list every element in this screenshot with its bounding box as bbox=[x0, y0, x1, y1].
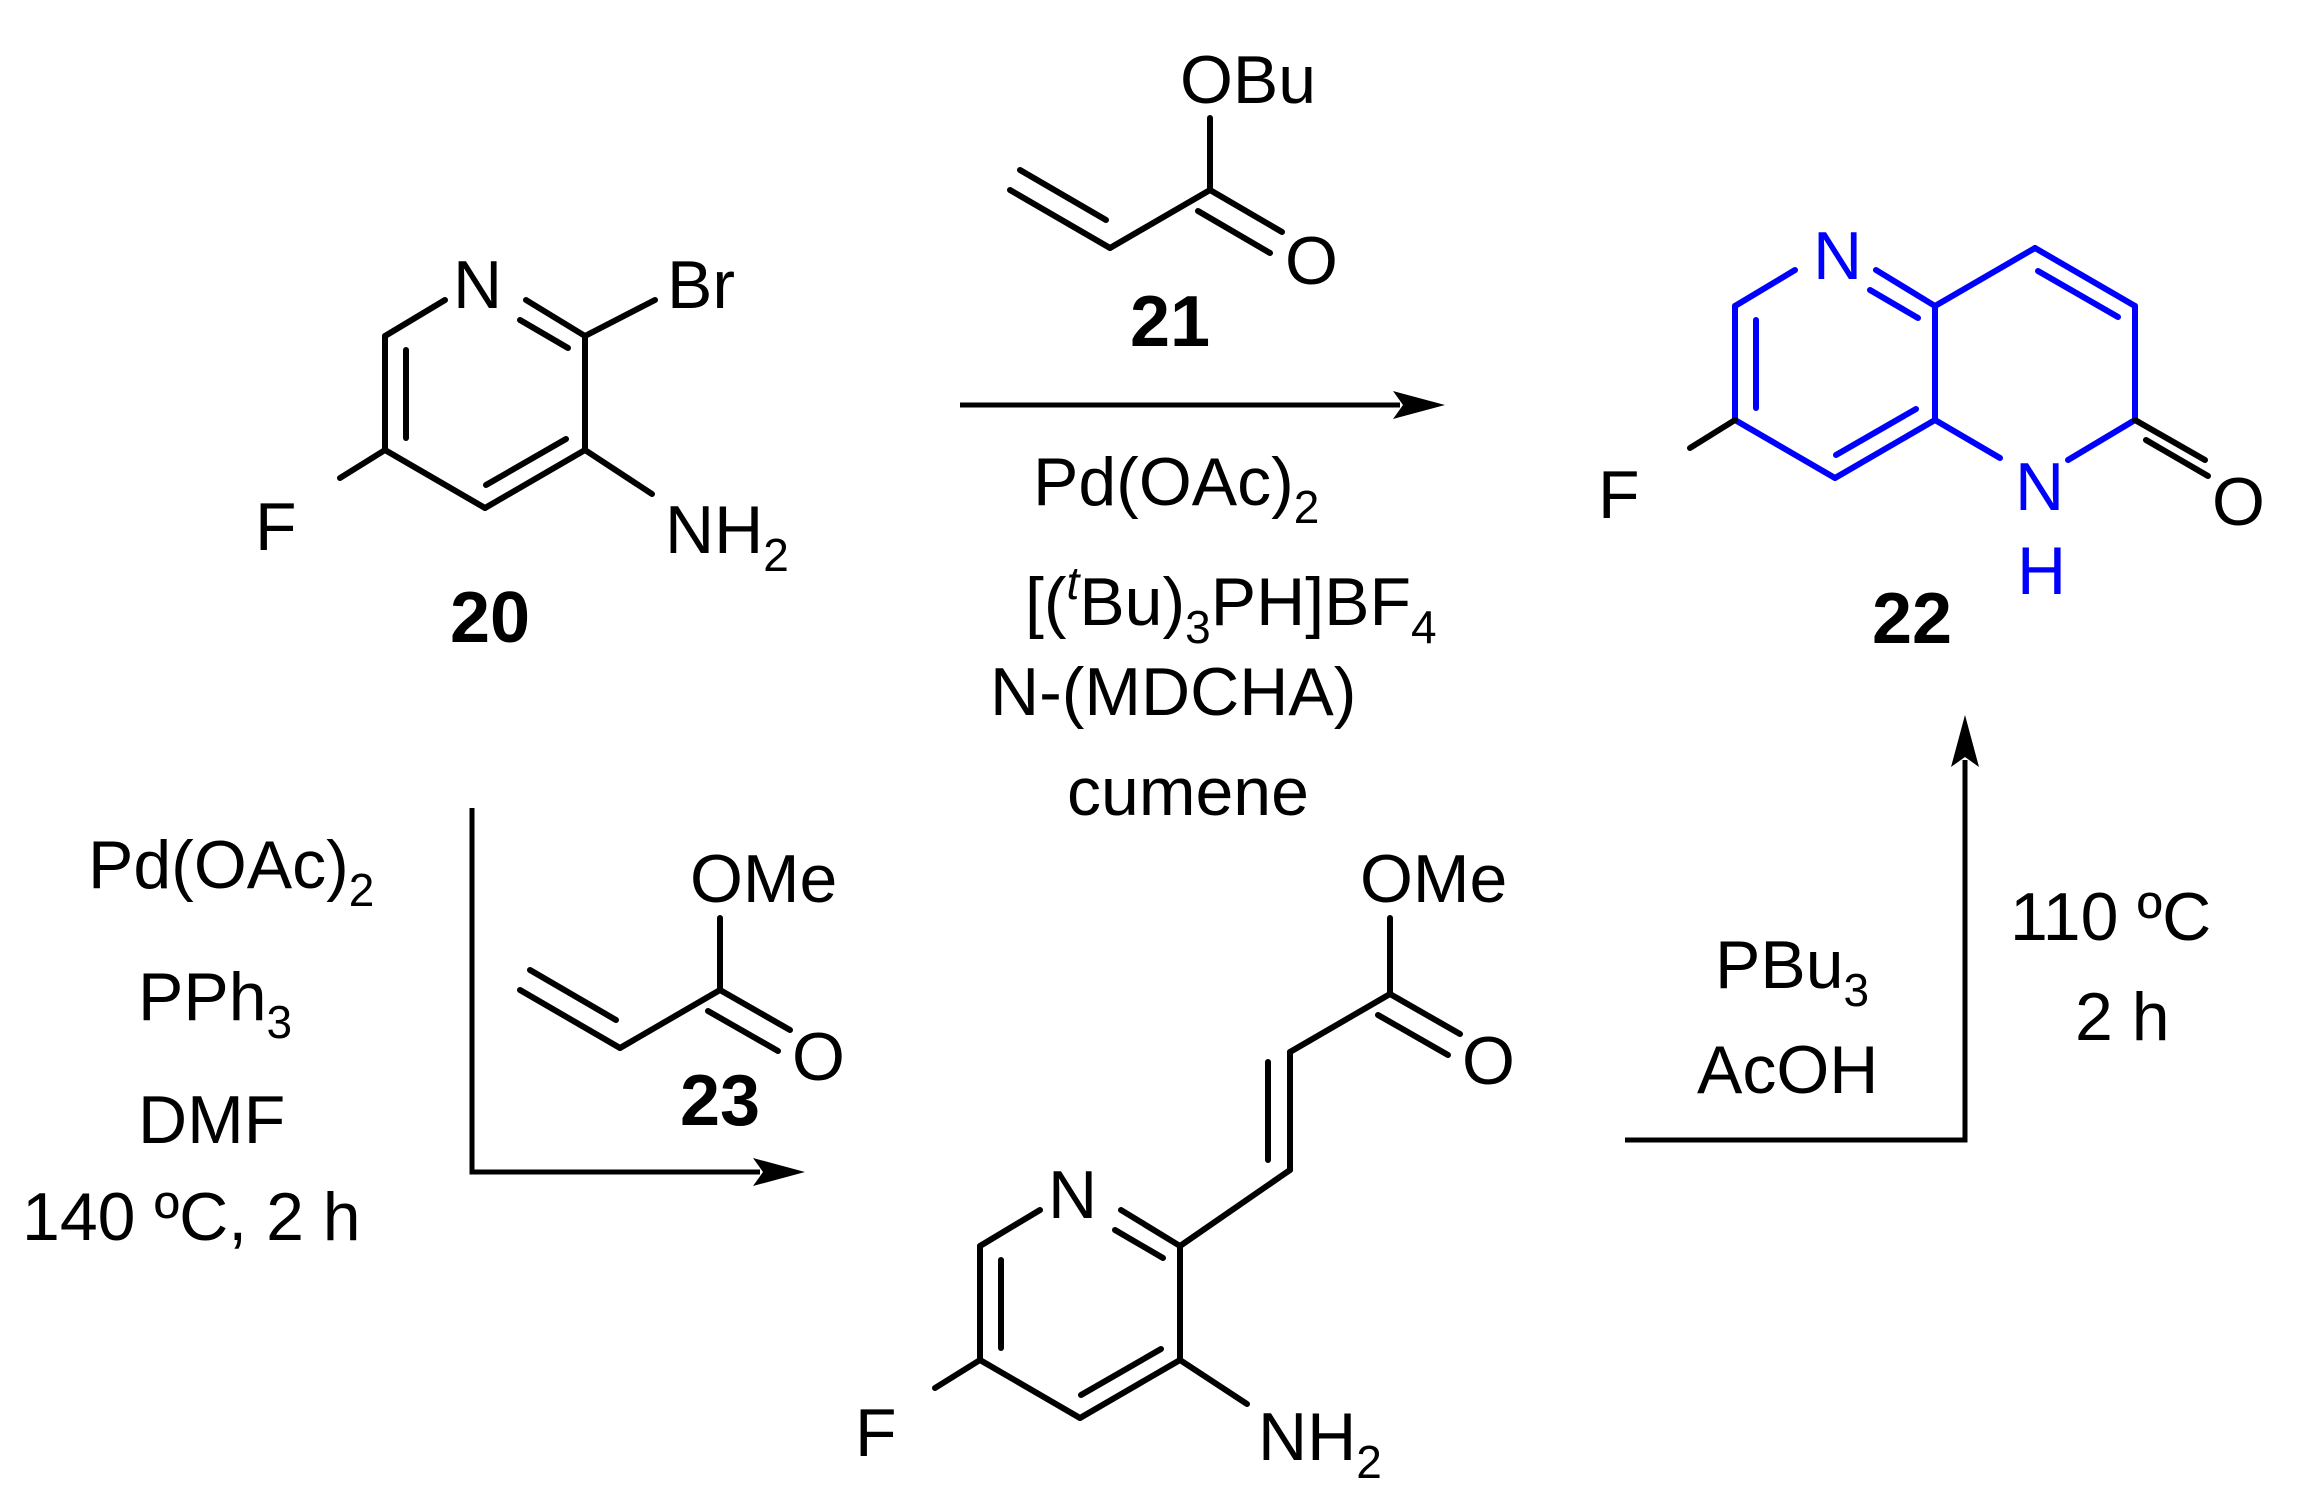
arrow-right bbox=[1625, 715, 1979, 1143]
conditions-left: Pd(OAc)2 PPh3 DMF 140 ºC, 2 h bbox=[22, 827, 374, 1255]
solvent-cumene: cumene bbox=[1067, 754, 1309, 830]
reagent-acoh: AcOH bbox=[1697, 1032, 1878, 1108]
compound-23: OMe O 23 bbox=[517, 841, 845, 1141]
atom-nh-n: N bbox=[2015, 449, 2064, 525]
atom-n: N bbox=[1813, 218, 1862, 294]
conditions-top: Pd(OAc)2 [(tBu)3PH]BF4 N-(MDCHA) cumene bbox=[990, 444, 1437, 830]
atom-f: F bbox=[255, 489, 297, 565]
atom-o: O bbox=[1462, 1023, 1515, 1099]
compound-label-20: 20 bbox=[450, 578, 530, 658]
compound-23-bonds bbox=[517, 915, 793, 1054]
reagent-pd-oac-2-left: Pd(OAc)2 bbox=[88, 827, 374, 916]
atom-n: N bbox=[1048, 1157, 1097, 1233]
intermediate-compound: OMe O N F NH2 bbox=[855, 841, 1515, 1488]
compound-22-bonds bbox=[1687, 245, 2211, 481]
conditions-right-b: 110 ºC 2 h bbox=[2010, 879, 2211, 1055]
compound-20: N Br F NH2 20 bbox=[255, 247, 789, 658]
atom-obu: OBu bbox=[1180, 42, 1316, 118]
atom-o: O bbox=[1285, 223, 1338, 299]
temp-right: 110 ºC bbox=[2010, 879, 2211, 955]
atom-f: F bbox=[1598, 457, 1640, 533]
compound-21-bonds bbox=[1007, 115, 1285, 256]
reagent-pd-oac-2-top: Pd(OAc)2 bbox=[1033, 444, 1319, 533]
atom-nh-h: H bbox=[2017, 533, 2066, 609]
intermediate-bonds bbox=[932, 915, 1463, 1421]
atom-ome: OMe bbox=[690, 841, 837, 917]
temp-time-left: 140 ºC, 2 h bbox=[22, 1179, 361, 1255]
conditions-right-a: PBu3 AcOH bbox=[1697, 927, 1878, 1108]
atom-n: N bbox=[453, 247, 502, 323]
atom-amine: NH2 bbox=[1258, 1399, 1382, 1488]
compound-21: OBu O 21 bbox=[1007, 42, 1338, 362]
compound-label-23: 23 bbox=[680, 1061, 760, 1141]
time-right: 2 h bbox=[2075, 979, 2170, 1055]
reagent-tbu3ph-bf4: [(tBu)3PH]BF4 bbox=[1025, 557, 1437, 653]
compound-label-22: 22 bbox=[1872, 579, 1952, 659]
atom-amine: NH2 bbox=[665, 492, 789, 581]
arrow-left bbox=[469, 808, 805, 1186]
reagent-pbu3: PBu3 bbox=[1715, 927, 1869, 1016]
atom-o: O bbox=[2212, 464, 2265, 540]
compound-label-21: 21 bbox=[1130, 282, 1210, 362]
arrow-top bbox=[960, 391, 1445, 419]
reagent-pph3: PPh3 bbox=[138, 959, 292, 1048]
reagent-mdcha: N-(MDCHA) bbox=[990, 654, 1356, 730]
atom-o: O bbox=[792, 1019, 845, 1095]
compound-22: N F N H O 22 bbox=[1598, 218, 2265, 659]
solvent-dmf: DMF bbox=[138, 1082, 285, 1158]
atom-br: Br bbox=[667, 247, 735, 323]
atom-ome: OMe bbox=[1360, 841, 1507, 917]
atom-f: F bbox=[855, 1395, 897, 1471]
compound-20-bonds bbox=[337, 297, 658, 511]
